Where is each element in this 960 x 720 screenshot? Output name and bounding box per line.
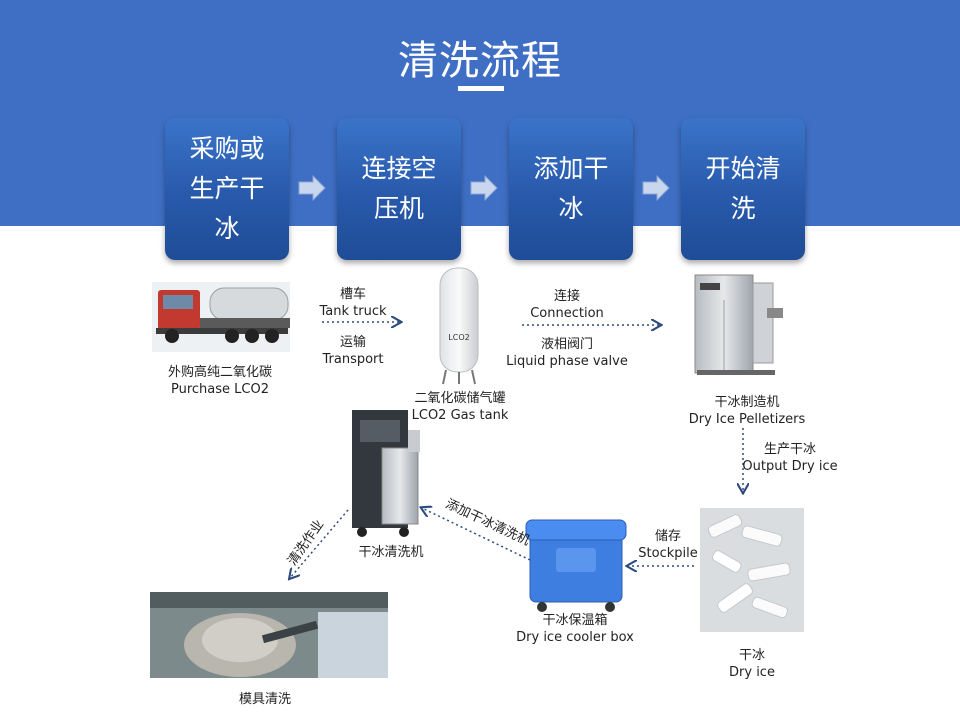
dry-ice-en: Dry ice	[729, 665, 775, 680]
step-connect-compressor: 连接空压机	[337, 118, 461, 260]
dry-ice-cooler-box-image	[525, 519, 627, 612]
step-3-line-1: 添加干	[533, 154, 609, 183]
node-label-cooler: 干冰保温箱 Dry ice cooler box	[510, 612, 640, 646]
lco2-gas-tank-image: LCO2	[439, 267, 479, 385]
edge-stockpile-cn: 储存	[654, 529, 681, 544]
dry-ice-pellets-image	[700, 508, 804, 632]
node-label-dry-ice: 干冰 Dry ice	[712, 647, 792, 681]
edge-transport-en: Transport	[322, 352, 384, 367]
dry-ice-pelletizer-image	[694, 274, 783, 375]
edge-transport-cn: 运输	[339, 335, 366, 350]
edge-label-output-dry-ice: 生产干冰 Output Dry ice	[740, 441, 840, 475]
step-start-cleaning: 开始清洗	[681, 118, 805, 260]
mold-cn: 模具清洗	[238, 692, 291, 707]
node-label-mold: 模具清洗	[220, 691, 310, 708]
edge-label-add-to-blaster: 添加干冰清洗机	[443, 497, 532, 549]
chevron-right-icon	[470, 175, 498, 201]
node-label-blaster: 干冰清洗机	[346, 544, 436, 561]
page-title: 清洗流程	[398, 38, 562, 84]
edge-stockpile-en: Stockpile	[638, 546, 698, 561]
title-underline	[458, 86, 504, 91]
step-2-line-2: 压机	[373, 194, 424, 223]
cooler-cn: 干冰保温箱	[542, 613, 608, 628]
edge-label-cleaning-operation: 清洗作业	[285, 517, 327, 568]
cooler-en: Dry ice cooler box	[516, 630, 634, 645]
chevron-right-icon	[298, 175, 326, 201]
edge-connection-en: Connection	[530, 306, 604, 321]
truck-cn: 外购高纯二氧化碳	[167, 365, 272, 380]
edge-label-transport: 运输 Transport	[308, 334, 398, 368]
dry-ice-cn: 干冰	[738, 648, 765, 663]
edge-output-en: Output Dry ice	[742, 459, 838, 474]
node-label-truck: 外购高纯二氧化碳 Purchase LCO2	[140, 364, 300, 398]
pelletizer-en: Dry Ice Pelletizers	[688, 412, 806, 427]
step-4-line-1: 开始清	[705, 154, 781, 183]
chevron-right-icon	[642, 175, 670, 201]
mold-cleaning-image	[150, 592, 388, 678]
edge-label-liquid-valve: 液相阀门 Liquid phase valve	[502, 336, 632, 370]
tank-en: LCO2 Gas tank	[411, 408, 509, 423]
dry-ice-blaster-image	[352, 410, 420, 537]
tanker-truck-image	[152, 282, 290, 352]
step-2-line-1: 连接空	[361, 154, 437, 183]
edge-connection-cn: 连接	[553, 289, 580, 304]
blaster-cn: 干冰清洗机	[358, 545, 424, 560]
step-1-line-1: 采购或	[189, 134, 265, 163]
edge-label-stockpile: 储存 Stockpile	[636, 528, 700, 562]
edge-truck-en: Tank truck	[319, 304, 387, 319]
node-label-tank: 二氧化碳储气罐 LCO2 Gas tank	[390, 390, 530, 424]
step-3-line-2: 冰	[558, 194, 584, 223]
step-add-dry-ice: 添加干冰	[509, 118, 633, 260]
step-purchase-produce: 采购或生产干冰	[165, 118, 289, 260]
edge-truck-cn: 槽车	[339, 287, 366, 302]
tank-cn: 二氧化碳储气罐	[414, 391, 506, 406]
tank-marking: LCO2	[448, 333, 469, 342]
node-label-pelletizer: 干冰制造机 Dry Ice Pelletizers	[672, 394, 822, 428]
step-1-line-2: 生产干	[189, 174, 265, 203]
edge-label-tank-truck: 槽车 Tank truck	[308, 286, 398, 320]
step-4-line-2: 洗	[730, 194, 756, 223]
edge-label-connection: 连接 Connection	[512, 288, 622, 322]
edge-valve-en: Liquid phase valve	[506, 354, 628, 369]
edge-output-cn: 生产干冰	[763, 442, 816, 457]
edge-valve-cn: 液相阀门	[540, 337, 593, 352]
truck-en: Purchase LCO2	[171, 382, 269, 397]
pelletizer-cn: 干冰制造机	[714, 395, 780, 410]
step-1-line-3: 冰	[214, 214, 240, 243]
